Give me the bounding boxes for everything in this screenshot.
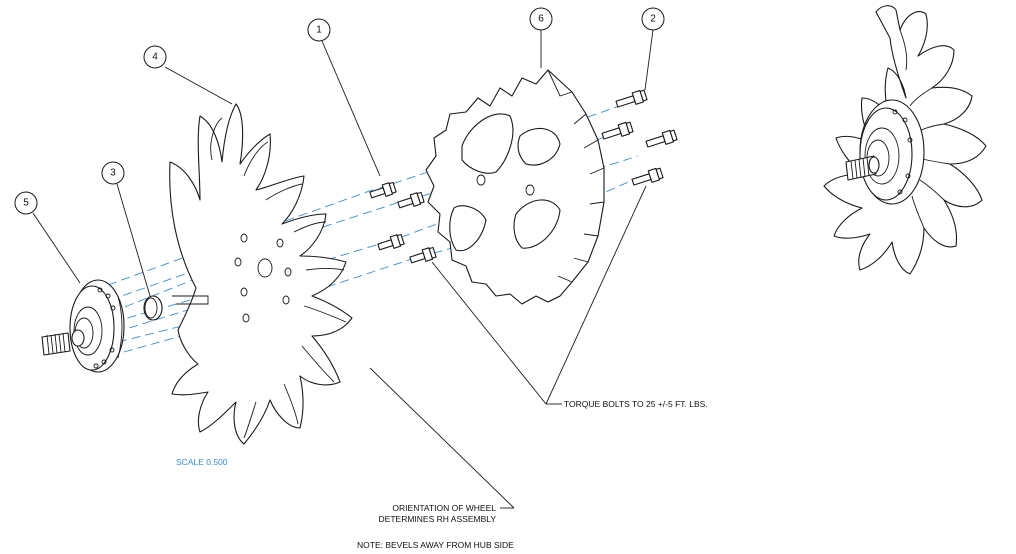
sprocket (425, 69, 605, 305)
balloon-2-label: 2 (650, 14, 656, 25)
balloon-6: 6 (529, 7, 553, 31)
callout-leaders (32, 29, 654, 509)
spiked-wheel (169, 103, 353, 445)
orientation-note-line-2: DETERMINES RH ASSEMBLY (379, 514, 497, 524)
center-cap (143, 295, 163, 321)
balloon-4-label: 4 (152, 52, 158, 63)
sprocket-bolts (601, 89, 678, 186)
balloon-1: 1 (307, 18, 331, 42)
orientation-note-line-1: ORIENTATION OF WHEEL (392, 503, 496, 513)
balloon-4: 4 (143, 45, 167, 69)
balloon-5-label: 5 (23, 198, 29, 209)
bevels-note: NOTE: BEVELS AWAY FROM HUB SIDE (357, 540, 514, 550)
balloon-6-label: 6 (538, 14, 544, 25)
balloon-2: 2 (641, 7, 665, 31)
hub-assembly (41, 279, 125, 373)
balloon-3-label: 3 (110, 168, 116, 179)
assembled-wheel-view (823, 5, 987, 275)
balloon-1-label: 1 (316, 25, 322, 36)
balloon-5: 5 (14, 191, 38, 215)
scale-label: SCALE 0.500 (176, 457, 228, 467)
torque-note: TORQUE BOLTS TO 25 +/-5 FT. LBS. (564, 399, 708, 409)
wheel-bolts (369, 181, 437, 264)
balloon-3: 3 (101, 161, 125, 185)
